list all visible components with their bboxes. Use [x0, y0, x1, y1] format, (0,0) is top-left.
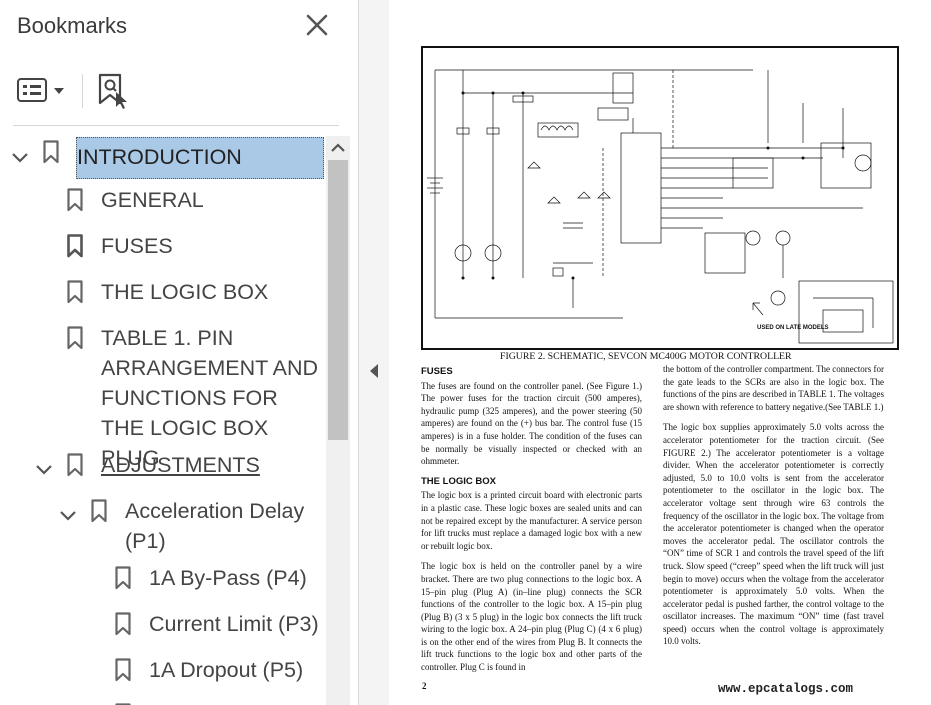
bookmark-icon [115, 612, 131, 636]
bookmark-icon [67, 234, 83, 258]
bookmark-icon [43, 140, 59, 164]
bookmarks-header: Bookmarks [0, 0, 358, 55]
bookmark-item-adjustments[interactable]: ADJUSTMENTS [0, 450, 326, 480]
find-current-bookmark-button[interactable] [94, 72, 132, 110]
bookmark-icon [115, 566, 131, 590]
paragraph: the bottom of the controller compartment… [663, 364, 885, 412]
bookmark-label: FUSES [101, 234, 173, 258]
page-number: 2 [422, 681, 427, 691]
panel-collapse-handle [359, 0, 389, 705]
bookmark-icon [67, 326, 83, 350]
scroll-up-button[interactable] [326, 136, 350, 160]
bookmark-item-table-1[interactable]: TABLE 1. PIN ARRANGEMENT AND FUNCTIONS F… [0, 323, 326, 470]
close-icon[interactable] [303, 11, 331, 39]
bookmark-item-introduction[interactable]: INTRODUCTION [0, 130, 326, 179]
bookmark-item-acceleration-delay[interactable]: Acceleration Delay (P1) [0, 496, 326, 556]
chevron-down-icon[interactable] [59, 503, 77, 521]
bookmarks-panel: Bookmarks [0, 0, 359, 705]
paragraph: The fuses are found on the controller pa… [421, 380, 642, 467]
schematic-figure: USED ON LATE MODELS [421, 46, 899, 350]
chevron-down-icon[interactable] [35, 457, 53, 475]
bookmark-label: TABLE 1. PIN ARRANGEMENT AND FUNCTIONS F… [101, 326, 319, 470]
bookmark-options-icon [16, 78, 70, 110]
panel-title: Bookmarks [17, 13, 128, 38]
chevron-down-icon[interactable] [11, 145, 29, 163]
bookmark-item-logic-box[interactable]: THE LOGIC BOX [0, 277, 326, 307]
bookmark-label: Acceleration Delay (P1) [125, 499, 305, 553]
bookmark-icon [115, 658, 131, 682]
bookmark-label: GENERAL [101, 188, 204, 212]
bookmark-icon [67, 280, 83, 304]
bookmark-label: INTRODUCTION [76, 137, 324, 179]
find-current-bookmark-icon [94, 73, 132, 114]
bookmark-tree: INTRODUCTION GENERAL FUSES THE LOGIC BOX… [0, 130, 326, 705]
bookmark-item-partial[interactable] [0, 700, 326, 705]
bookmark-item-fuses[interactable]: FUSES [0, 231, 326, 261]
bookmark-label: ADJUSTMENTS [101, 453, 260, 477]
triangle-left-icon [368, 364, 380, 383]
bookmark-options-button[interactable] [16, 76, 70, 106]
divider [13, 125, 339, 126]
schematic-note: USED ON LATE MODELS [757, 325, 829, 331]
bookmark-item-1a-dropout[interactable]: 1A Dropout (P5) [0, 655, 326, 685]
scrollbar-thumb[interactable] [328, 160, 348, 440]
paragraph: The logic box supplies approximately 5.0… [663, 422, 884, 647]
bookmark-item-general[interactable]: GENERAL [0, 185, 326, 215]
section-heading-fuses: FUSES [421, 366, 453, 377]
document-page: USED ON LATE MODELS FIGURE 2. SCHEMATIC,… [389, 0, 931, 705]
bookmark-icon [67, 188, 83, 212]
toolbar-separator [82, 74, 83, 108]
right-column: the bottom of the controller compartment… [663, 363, 884, 656]
bookmark-label: Current Limit (P3) [149, 612, 319, 636]
chevron-up-icon [326, 143, 350, 164]
paragraph: The logic box is held on the controller … [421, 561, 642, 673]
bookmark-icon [91, 499, 107, 523]
bookmark-item-1a-bypass[interactable]: 1A By-Pass (P4) [0, 563, 326, 593]
paragraph: The logic box is a printed circuit board… [421, 490, 642, 551]
watermark-url: www.epcatalogs.com [718, 682, 854, 696]
left-column: FUSES The fuses are found on the control… [421, 366, 642, 682]
bookmarks-scrollbar[interactable] [326, 136, 350, 705]
section-heading-logic-box: THE LOGIC BOX [421, 475, 496, 487]
bookmark-label: 1A By-Pass (P4) [149, 566, 307, 590]
bookmark-label: 1A Dropout (P5) [149, 658, 304, 682]
bookmark-icon [67, 453, 83, 477]
bookmark-item-current-limit[interactable]: Current Limit (P3) [0, 609, 326, 639]
bookmarks-toolbar [0, 60, 358, 118]
bookmark-label: THE LOGIC BOX [101, 280, 269, 304]
figure-caption: FIGURE 2. SCHEMATIC, SEVCON MC400G MOTOR… [500, 351, 792, 362]
collapse-panel-button[interactable] [368, 363, 380, 379]
